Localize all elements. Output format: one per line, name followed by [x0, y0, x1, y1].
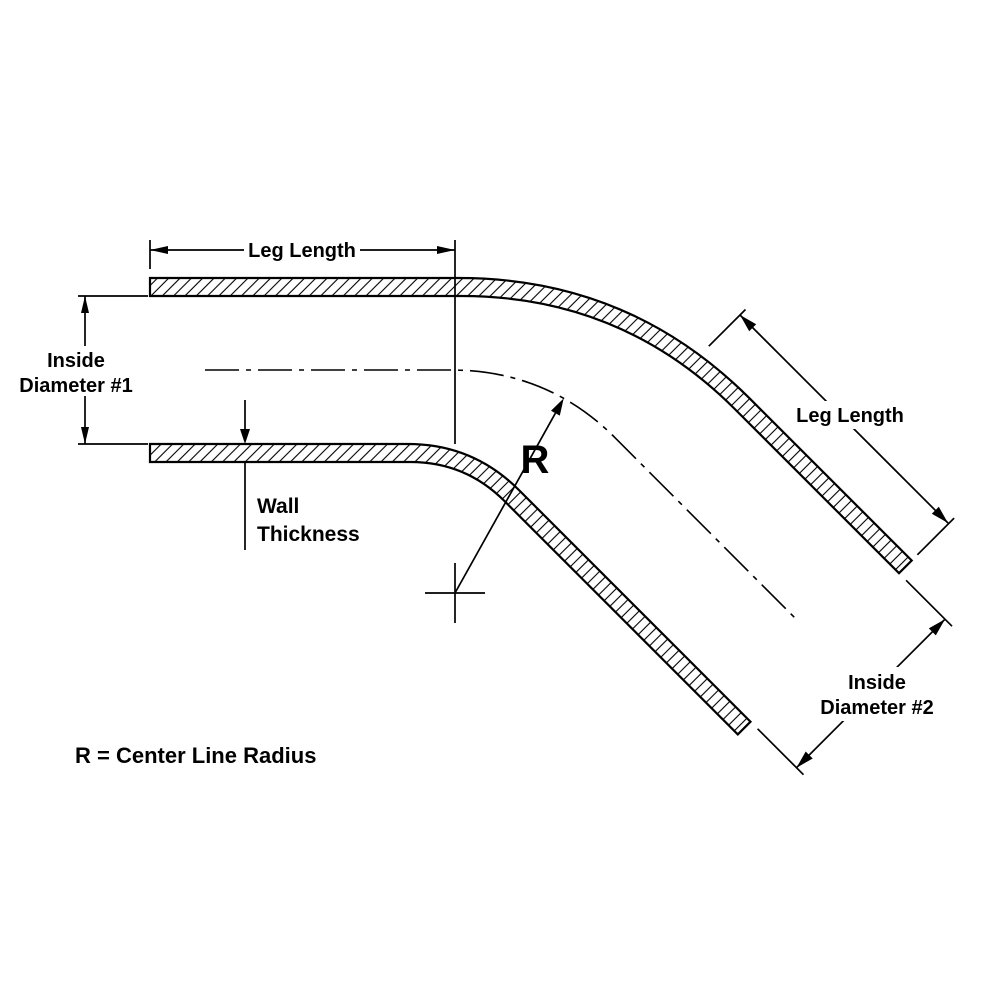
- tube-lower-wall-hatched: [148, 442, 753, 736]
- arrowhead-upper-icon: [740, 315, 757, 332]
- arrowhead-upper-icon: [928, 619, 945, 636]
- arrowhead-right-icon: [437, 246, 455, 254]
- radius-symbol-label: R: [521, 438, 550, 482]
- tube-upper-wall-hatched: [148, 276, 914, 575]
- wall-thickness-label-line1: Wall: [257, 495, 299, 518]
- leg-length-right-label: Leg Length: [796, 405, 904, 427]
- extension-line: [916, 517, 955, 556]
- wall-thickness-label-line2: Thickness: [257, 523, 360, 546]
- dimension-leg-length-right: Leg Length: [708, 308, 955, 556]
- label-background: [810, 667, 944, 721]
- arrowhead-up-icon: [81, 296, 89, 313]
- label-background: [244, 237, 360, 263]
- arrowhead-lower-icon: [931, 506, 948, 523]
- inside-diameter-2-label-line1: Inside: [848, 672, 906, 694]
- dimension-inside-diameter-2: Inside Diameter #2: [756, 579, 953, 776]
- radius-leader-line: [454, 412, 557, 594]
- inside-diameter-1-label-line2: Diameter #1: [19, 375, 132, 397]
- extension-line: [756, 728, 805, 776]
- leg-length-top-label: Leg Length: [248, 240, 356, 262]
- label-background: [12, 346, 140, 396]
- label-background: [792, 401, 908, 429]
- arrowhead-down-icon: [81, 427, 89, 444]
- elbow-tube: [148, 276, 914, 736]
- inside-diameter-2-label-line2: Diameter #2: [820, 697, 933, 719]
- tube-center-line: [205, 369, 799, 622]
- legend-radius-definition: R = Center Line Radius: [75, 743, 316, 768]
- arrowhead-lower-icon: [796, 751, 813, 768]
- inside-diameter-1-label-line1: Inside: [47, 350, 105, 372]
- dimension-leg-length-top: Leg Length: [149, 237, 456, 444]
- extension-line: [905, 579, 953, 627]
- callout-center-line-radius: R: [425, 398, 564, 623]
- arrowhead-icon: [551, 398, 564, 416]
- arrowhead-down-icon: [240, 429, 250, 444]
- callout-wall-thickness: Wall Thickness: [240, 400, 360, 550]
- extension-line: [708, 308, 747, 347]
- dimension-inside-diameter-1: Inside Diameter #1: [12, 295, 148, 445]
- arrowhead-left-icon: [150, 246, 168, 254]
